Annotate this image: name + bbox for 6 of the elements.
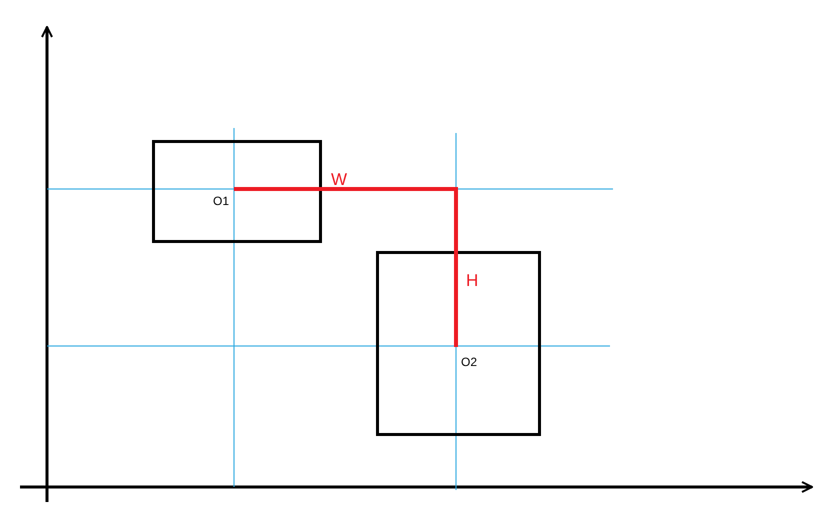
point-label: O2	[461, 356, 478, 368]
rectangle-box	[152, 140, 322, 243]
dimension-label: H	[466, 272, 478, 289]
dimension-label: W	[331, 171, 348, 188]
point-label: O1	[213, 195, 230, 207]
rectangle-box	[376, 251, 541, 436]
